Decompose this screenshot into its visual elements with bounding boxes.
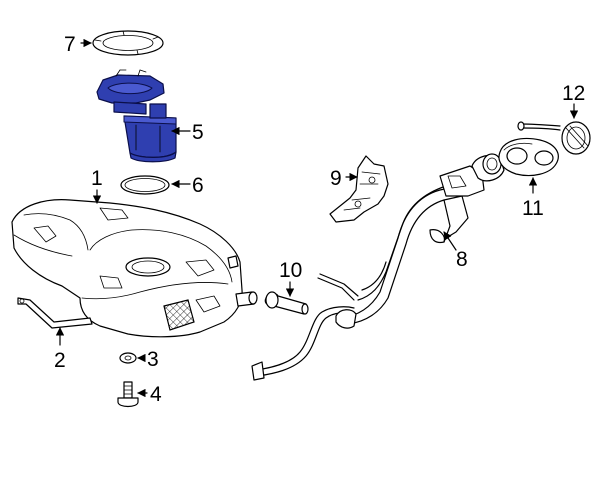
- callout-labels: 7 5 6 1 2 3 4 10 8 9 11 12: [54, 33, 585, 406]
- part-6-seal-ring[interactable]: [120, 175, 170, 195]
- part-11-filler-housing[interactable]: [498, 137, 559, 177]
- callout-10: 10: [279, 259, 302, 282]
- callout-leaders: [55, 38, 579, 398]
- callout-5: 5: [192, 121, 204, 144]
- callout-3: 3: [147, 348, 159, 371]
- part-2-tank-strap[interactable]: [17, 297, 93, 329]
- callout-2: 2: [54, 349, 66, 372]
- callout-9: 9: [330, 167, 342, 190]
- callout-12: 12: [562, 82, 585, 105]
- callout-7: 7: [64, 33, 76, 56]
- part-12-fuel-cap[interactable]: [517, 121, 591, 155]
- part-9-bracket[interactable]: [329, 155, 389, 223]
- part-5-fuel-pump-module[interactable]: [96, 69, 177, 163]
- part-3-nut[interactable]: [119, 352, 137, 364]
- callout-8: 8: [456, 248, 468, 271]
- callout-4: 4: [150, 383, 162, 406]
- part-7-lock-ring[interactable]: [92, 30, 164, 56]
- callout-1: 1: [91, 167, 103, 190]
- part-1-fuel-tank[interactable]: [11, 199, 258, 338]
- part-4-bolt[interactable]: [117, 381, 139, 408]
- part-8-filler-pipe[interactable]: [251, 153, 505, 381]
- callout-11: 11: [522, 197, 544, 220]
- callout-6: 6: [192, 174, 204, 197]
- part-10-hose[interactable]: [264, 291, 309, 315]
